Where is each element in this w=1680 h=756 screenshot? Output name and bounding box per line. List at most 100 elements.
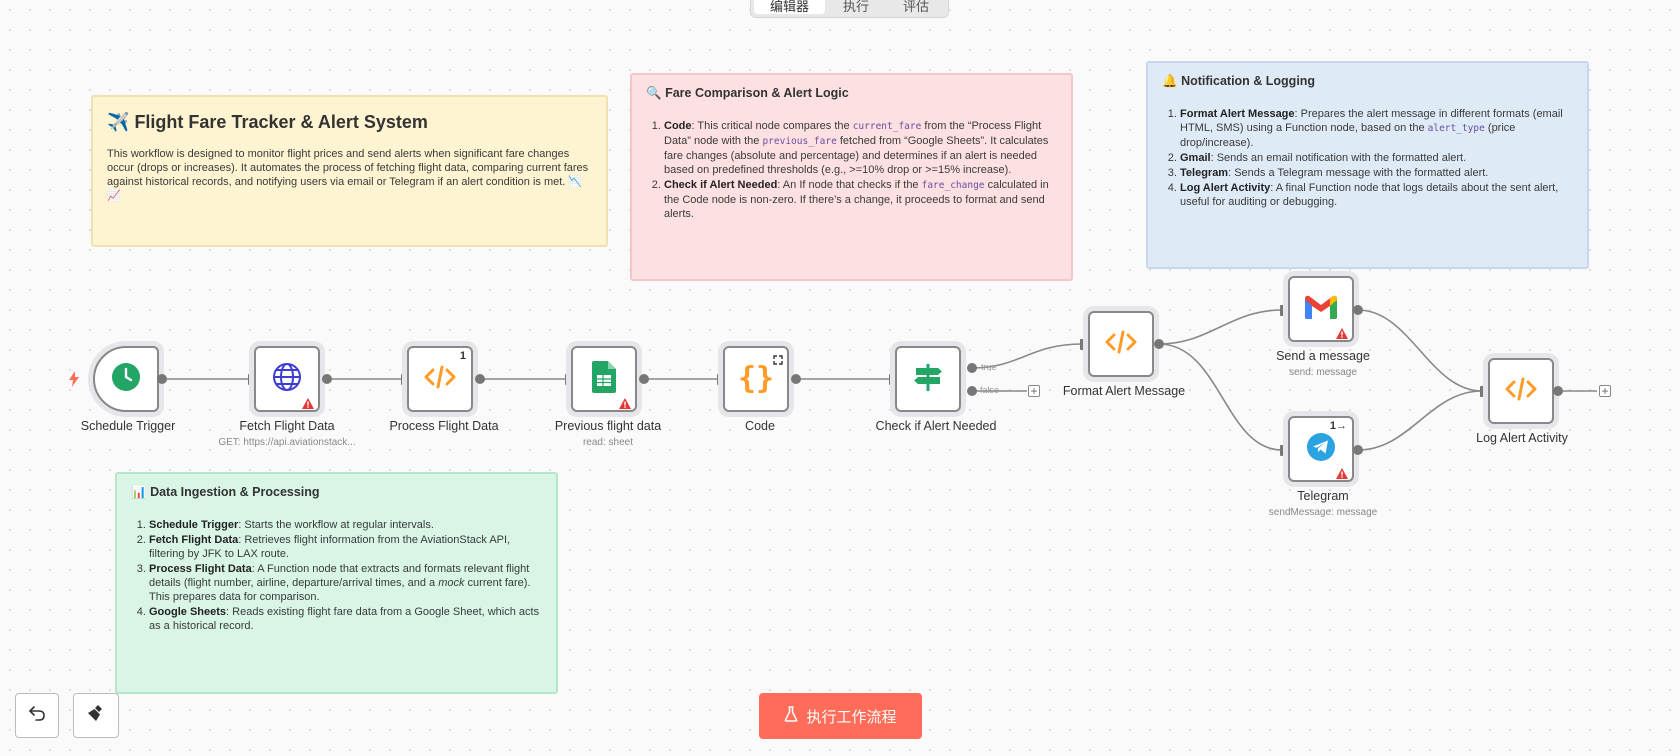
node-label: Fetch Flight Data bbox=[239, 419, 335, 433]
telegram-icon bbox=[1306, 432, 1336, 467]
output-port[interactable] bbox=[322, 374, 332, 384]
output-port[interactable] bbox=[1353, 445, 1363, 455]
broom-icon bbox=[87, 704, 105, 727]
node-fetch-flight-data[interactable] bbox=[254, 346, 320, 412]
output-port-true[interactable] bbox=[967, 363, 977, 373]
code-icon bbox=[1505, 376, 1537, 407]
sticky-note-notification[interactable]: 🔔 Notification & Logging Format Alert Me… bbox=[1146, 61, 1589, 269]
list-item: Fetch Flight Data: Retrieves flight info… bbox=[149, 533, 542, 561]
magnifier-icon: 🔍 bbox=[646, 86, 662, 100]
edge-format-telegram bbox=[1158, 343, 1283, 451]
node-telegram[interactable]: 1→ bbox=[1288, 416, 1354, 482]
node-send-a-message[interactable] bbox=[1288, 276, 1354, 342]
tab-evaluations[interactable]: 评估 bbox=[903, 0, 930, 14]
node-format-alert-message[interactable] bbox=[1088, 311, 1154, 377]
node-log-alert-activity[interactable] bbox=[1488, 358, 1554, 424]
node-label: Previous flight data bbox=[554, 419, 662, 433]
node-label: Schedule Trigger bbox=[80, 419, 176, 433]
braces-icon: {} bbox=[737, 361, 775, 396]
clear-execution-button[interactable] bbox=[73, 693, 119, 738]
run-count-badge: 1 bbox=[459, 350, 466, 362]
trigger-bolt-icon bbox=[68, 371, 80, 392]
input-port[interactable] bbox=[1280, 305, 1286, 316]
note-body: This workflow is designed to monitor fli… bbox=[107, 148, 589, 202]
note-title: 🔍 Fare Comparison & Alert Logic bbox=[646, 86, 849, 100]
edge-check-format bbox=[971, 343, 1083, 369]
input-port[interactable] bbox=[1480, 386, 1486, 397]
list-item: Format Alert Message: Prepares the alert… bbox=[1180, 107, 1573, 150]
input-port[interactable] bbox=[889, 374, 895, 385]
run-count-badge: 1→ bbox=[1329, 420, 1347, 432]
warning-icon[interactable] bbox=[619, 396, 631, 409]
node-subtitle: GET: https://api.aviationstack... bbox=[218, 437, 356, 448]
output-port-false[interactable] bbox=[967, 386, 977, 396]
tab-editor[interactable]: 编辑器 bbox=[754, 0, 826, 14]
input-port[interactable] bbox=[565, 374, 571, 385]
node-previous-flight-data[interactable] bbox=[571, 346, 637, 412]
edge-telegram-log bbox=[1357, 390, 1483, 451]
output-port[interactable] bbox=[1154, 339, 1164, 349]
output-port[interactable] bbox=[791, 374, 801, 384]
output-port[interactable] bbox=[1353, 305, 1363, 315]
execute-workflow-label: 执行工作流程 bbox=[806, 708, 897, 726]
add-node-button[interactable]: + bbox=[1028, 385, 1040, 397]
input-port[interactable] bbox=[401, 374, 407, 385]
sticky-note-tracker[interactable]: ✈️ Flight Fare Tracker & Alert System Th… bbox=[91, 95, 608, 247]
input-port[interactable] bbox=[1280, 445, 1286, 456]
node-subtitle: send: message bbox=[1289, 367, 1357, 378]
node-check-if-alert-needed[interactable] bbox=[895, 346, 961, 412]
code-icon bbox=[1105, 329, 1137, 360]
warning-icon[interactable] bbox=[302, 396, 314, 409]
node-process-flight-data[interactable]: 1 bbox=[407, 346, 473, 412]
note-title: 📊 Data Ingestion & Processing bbox=[131, 485, 320, 499]
node-code[interactable]: {} bbox=[723, 346, 789, 412]
signpost-icon bbox=[912, 361, 944, 398]
output-port[interactable] bbox=[1553, 386, 1563, 396]
node-label: Send a message bbox=[1276, 349, 1370, 363]
sticky-note-fare-comparison[interactable]: 🔍 Fare Comparison & Alert Logic Code: Th… bbox=[630, 73, 1073, 281]
node-label: Format Alert Message bbox=[1062, 384, 1186, 398]
node-subtitle: read: sheet bbox=[582, 437, 634, 448]
branch-label-false: false bbox=[980, 385, 1000, 395]
undo-icon bbox=[28, 704, 46, 727]
note-title: 🔔 Notification & Logging bbox=[1162, 74, 1316, 88]
node-label: Check if Alert Needed bbox=[875, 419, 997, 433]
undo-button[interactable] bbox=[15, 693, 59, 738]
input-port[interactable] bbox=[1080, 339, 1086, 350]
execute-workflow-button[interactable]: 执行工作流程 bbox=[759, 693, 922, 739]
code-icon bbox=[424, 364, 456, 395]
bell-icon: 🔔 bbox=[1162, 74, 1178, 88]
list-item: Log Alert Activity: A final Function nod… bbox=[1180, 181, 1573, 209]
list-item: Gmail: Sends an email notification with … bbox=[1180, 151, 1573, 165]
output-port[interactable] bbox=[157, 374, 167, 384]
list-item: Code: This critical node compares the cu… bbox=[664, 119, 1057, 177]
input-port[interactable] bbox=[717, 374, 723, 385]
sticky-note-ingestion[interactable]: 📊 Data Ingestion & Processing Schedule T… bbox=[115, 472, 558, 694]
output-port[interactable] bbox=[475, 374, 485, 384]
node-label: Log Alert Activity bbox=[1476, 431, 1568, 445]
gmail-icon bbox=[1305, 295, 1337, 324]
flask-icon bbox=[784, 706, 798, 726]
node-subtitle: sendMessage: message bbox=[1268, 507, 1378, 518]
input-port[interactable] bbox=[248, 374, 254, 385]
add-node-button[interactable]: + bbox=[1599, 385, 1611, 397]
list-item: Process Flight Data: A Function node tha… bbox=[149, 562, 542, 604]
google-sheets-icon bbox=[592, 360, 616, 398]
list-item: Google Sheets: Reads existing flight far… bbox=[149, 605, 542, 633]
list-item: Check if Alert Needed: An If node that c… bbox=[664, 178, 1057, 221]
node-label: Process Flight Data bbox=[389, 419, 499, 433]
view-tabs: 编辑器 执行 评估 bbox=[750, 0, 950, 18]
edge-format-gmail bbox=[1158, 309, 1283, 345]
output-port[interactable] bbox=[639, 374, 649, 384]
warning-icon[interactable] bbox=[1336, 466, 1348, 479]
node-label: Telegram bbox=[1297, 489, 1349, 503]
warning-icon[interactable] bbox=[1336, 326, 1348, 339]
node-label: Code bbox=[745, 419, 775, 433]
note-title: ✈️ Flight Fare Tracker & Alert System bbox=[107, 112, 428, 132]
clock-icon bbox=[110, 361, 142, 398]
airplane-icon: ✈️ bbox=[107, 112, 130, 132]
node-schedule-trigger[interactable] bbox=[93, 346, 159, 412]
bar-chart-icon: 📊 bbox=[131, 485, 147, 499]
tab-executions[interactable]: 执行 bbox=[843, 0, 870, 14]
